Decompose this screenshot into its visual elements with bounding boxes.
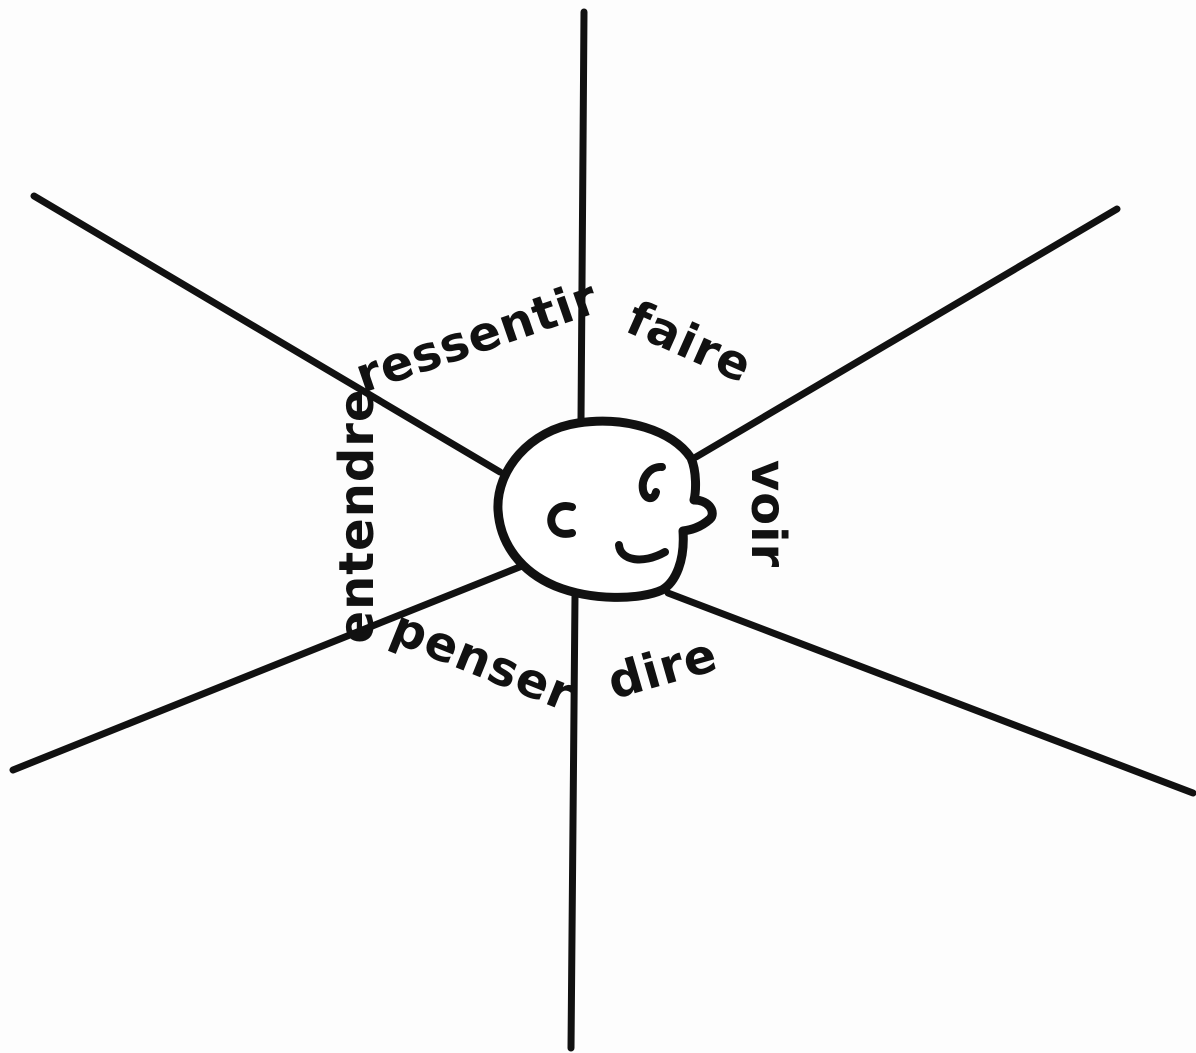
spoke-bottom	[571, 596, 575, 1048]
label-voir: voir	[740, 460, 796, 568]
label-dire: dire	[601, 626, 723, 710]
spoke-upper-right	[696, 209, 1117, 457]
label-faire: faire	[618, 290, 760, 394]
label-ressentir: ressentir	[348, 269, 605, 404]
spoke-lower-right	[668, 593, 1193, 793]
smiling-face-profile-icon	[498, 421, 712, 597]
head-outline	[498, 421, 712, 597]
label-entendre: entendre	[329, 389, 385, 644]
spoke-top	[581, 12, 584, 420]
label-penser: penser	[384, 599, 583, 723]
